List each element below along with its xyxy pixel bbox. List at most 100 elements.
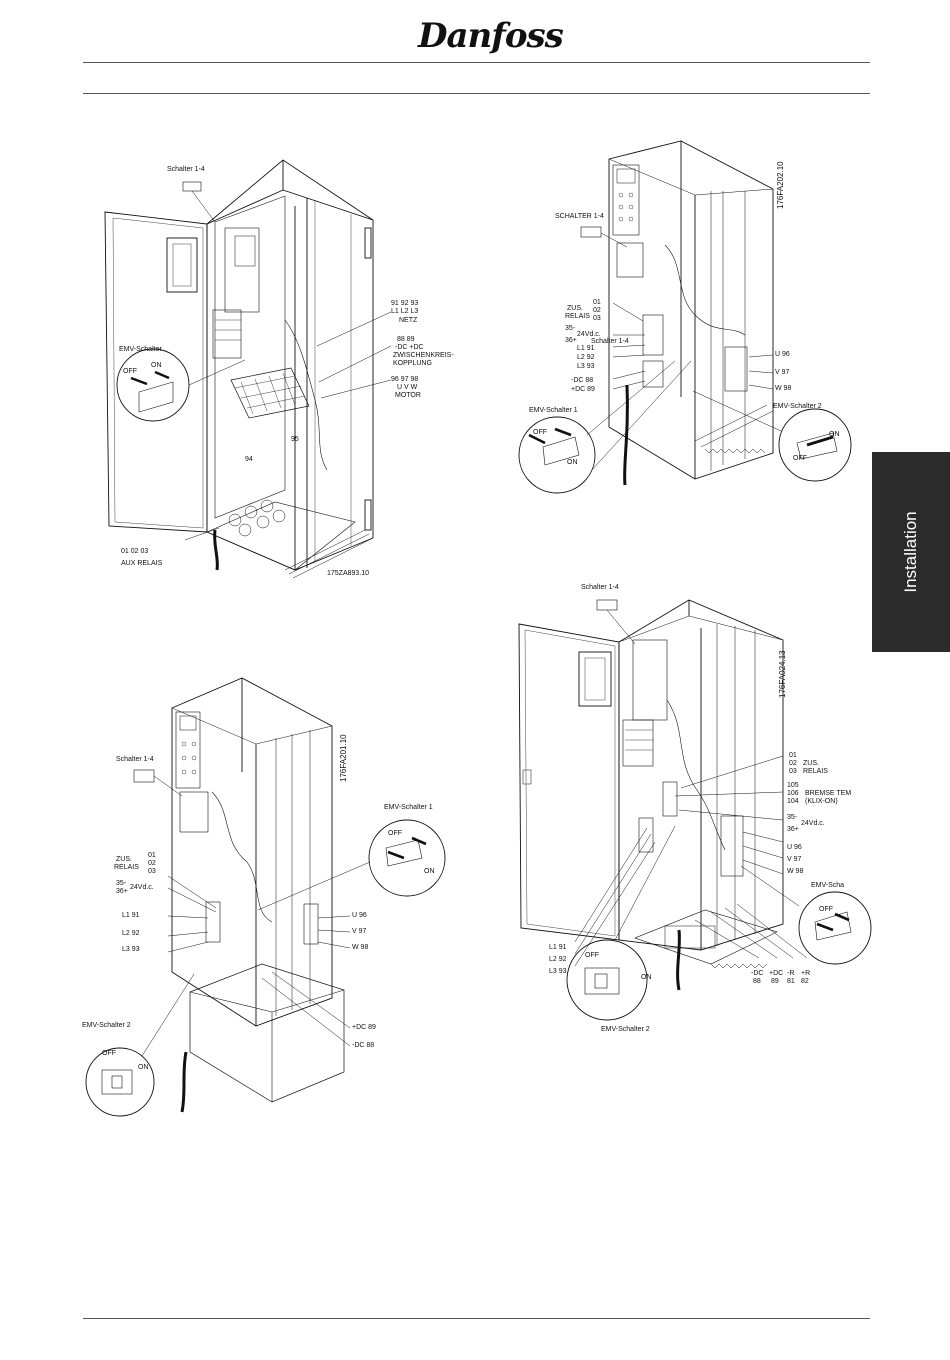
fig1-dc-nums: 88 89 xyxy=(397,336,415,343)
figure-2-drawing xyxy=(518,140,852,494)
fig1-t94: 94 xyxy=(245,456,253,463)
fig1-on-label: ON xyxy=(151,362,162,369)
fig4-b-dcp-n: 89 xyxy=(771,978,779,985)
fig2-emv1: EMV-Schalter 1 xyxy=(529,407,578,414)
fig2-relais: RELAIS xyxy=(565,313,590,320)
figure-4-drawing xyxy=(518,599,872,1021)
fig4-schalter: Schalter 1-4 xyxy=(581,584,619,591)
fig3-dcp: +DC 89 xyxy=(352,1024,376,1031)
fig3-r01: 01 xyxy=(148,852,156,859)
fig2-s36: 36+ xyxy=(565,337,577,344)
fig2-schalter-small: Schalter 1-4 xyxy=(591,338,629,345)
fig1-netz: NETZ xyxy=(399,317,418,324)
fig4-v: V 97 xyxy=(787,856,802,863)
figure-2-drive: 176FA202.10 SCHALTER 1-4 01 ZUS. 02 RELA… xyxy=(515,135,855,495)
fig4-klix: (KLIX-ON) xyxy=(805,798,838,805)
fig3-off2: OFF xyxy=(102,1050,116,1057)
fig4-r01: 01 xyxy=(789,752,797,759)
figure-1-drawing xyxy=(104,159,392,579)
fig4-s36: 36+ xyxy=(787,826,799,833)
fig1-netz-nums: 91 92 93 xyxy=(391,300,419,307)
fig2-emv2: EMV-Schalter 2 xyxy=(773,403,822,410)
fig4-off2: OFF xyxy=(585,952,599,959)
fig4-emv-scha: EMV-Scha xyxy=(811,882,845,889)
fig1-code: 175ZA893.10 xyxy=(327,570,370,577)
fig4-off: OFF xyxy=(819,906,833,913)
fig2-on: ON xyxy=(567,459,578,466)
fig2-r01: 01 xyxy=(593,299,601,306)
fig3-s36: 36+ xyxy=(116,888,128,895)
fig4-24v: 24Vd.c. xyxy=(801,820,825,827)
fig3-emv1: EMV-Schalter 1 xyxy=(384,804,433,811)
fig3-l2: L2 92 xyxy=(122,930,140,937)
fig3-w: W 98 xyxy=(352,944,369,951)
section-tab-label: Installation xyxy=(901,511,920,593)
footer-rule xyxy=(83,1318,870,1319)
fig2-dcp: +DC 89 xyxy=(571,386,595,393)
fig3-on2: ON xyxy=(138,1064,149,1071)
fig4-b-rm: -R xyxy=(787,970,795,977)
fig4-b-dcp: +DC xyxy=(769,970,784,977)
fig1-t95: 95 xyxy=(291,436,299,443)
fig3-zus: ZUS. xyxy=(116,856,132,863)
fig3-off: OFF xyxy=(388,830,402,837)
fig3-r02: 02 xyxy=(148,860,156,867)
figure-1-drive-open: Schalter 1-4 EMV-Schalter OFF ON 91 92 9… xyxy=(95,150,455,590)
fig4-l2: L2 92 xyxy=(549,956,567,963)
fig4-b104: 104 xyxy=(787,798,799,805)
header-rule-bottom xyxy=(83,93,870,94)
fig2-zus: ZUS. xyxy=(567,305,583,312)
fig1-aux: AUX RELAIS xyxy=(121,560,163,567)
fig3-relais: RELAIS xyxy=(114,864,139,871)
fig2-u: U 96 xyxy=(775,351,790,358)
header-rule-top xyxy=(83,62,870,63)
danfoss-logo: Danfoss xyxy=(412,12,564,62)
fig1-emv-label: EMV-Schalter xyxy=(119,346,162,353)
fig4-b-rp: +R xyxy=(801,970,811,977)
fig4-r03: 03 xyxy=(789,768,797,775)
fig4-b-dcm-n: 88 xyxy=(753,978,761,985)
fig1-off-label: OFF xyxy=(123,368,137,375)
fig4-w: W 98 xyxy=(787,868,804,875)
fig4-r02: 02 xyxy=(789,760,797,767)
fig2-on2: ON xyxy=(829,431,840,438)
fig3-s35: 35- xyxy=(116,880,127,887)
fig4-b-rm-n: 81 xyxy=(787,978,795,985)
fig1-zw1: ZWISCHENKREIS- xyxy=(393,352,454,359)
fig3-l3: L3 93 xyxy=(122,946,140,953)
fig4-emv2: EMV-Schalter 2 xyxy=(601,1026,650,1033)
figure-3-drive: 176FA201.10 Schalter 1-4 01 ZUS. 02 RELA… xyxy=(82,672,446,1122)
fig3-dcm: -DC 88 xyxy=(352,1042,375,1049)
fig1-aux-nums: 01 02 03 xyxy=(121,548,149,555)
fig2-l2: L2 92 xyxy=(577,354,595,361)
fig3-24v: 24Vd.c. xyxy=(130,884,154,891)
fig2-l1: L1 91 xyxy=(577,345,595,352)
fig4-bremse: BREMSE TEM xyxy=(805,790,852,797)
fig2-dcm: -DC 88 xyxy=(571,377,594,384)
fig4-u: U 96 xyxy=(787,844,802,851)
fig2-w: W 98 xyxy=(775,385,792,392)
fig4-b-rp-n: 82 xyxy=(801,978,809,985)
fig4-b-dcm: -DC xyxy=(751,970,764,977)
fig2-v: V 97 xyxy=(775,369,790,376)
fig1-schalter-label: Schalter 1-4 xyxy=(167,166,205,173)
figure-3-drawing xyxy=(85,677,446,1117)
figure-4-drive-open: 176FA024.13 Schalter 1-4 01 02 ZUS. 03 R… xyxy=(515,580,872,1040)
fig4-l1: L1 91 xyxy=(549,944,567,951)
fig2-schalter: SCHALTER 1-4 xyxy=(555,213,604,220)
fig1-netz-l: L1 L2 L3 xyxy=(391,308,419,315)
fig3-u: U 96 xyxy=(352,912,367,919)
fig2-off2: OFF xyxy=(793,455,807,462)
fig3-v: V 97 xyxy=(352,928,367,935)
fig4-on2: ON xyxy=(641,974,652,981)
fig3-on: ON xyxy=(424,868,435,875)
fig3-l1: L1 91 xyxy=(122,912,140,919)
fig2-off: OFF xyxy=(533,429,547,436)
section-tab: Installation xyxy=(872,452,950,652)
fig4-code: 176FA024.13 xyxy=(778,650,787,698)
fig3-code: 176FA201.10 xyxy=(339,734,348,782)
fig2-s35: 35- xyxy=(565,325,576,332)
fig4-zus: ZUS. xyxy=(803,760,819,767)
fig1-dc-label: -DC +DC xyxy=(395,344,424,351)
fig4-relais: RELAIS xyxy=(803,768,828,775)
